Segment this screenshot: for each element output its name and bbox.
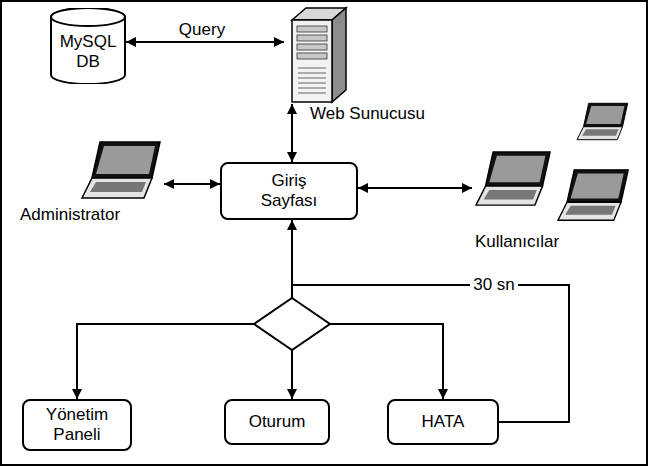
- node-label: Administrator: [20, 205, 120, 225]
- connector-arrow: [126, 41, 284, 43]
- decision-diamond: [254, 298, 330, 350]
- process-box: Oturum: [224, 399, 330, 445]
- box-text: MySQL DB: [58, 32, 118, 71]
- laptop-icon: Administrator: [80, 138, 164, 200]
- box-text: Yönetim Paneli: [37, 405, 117, 444]
- box-text: Oturum: [249, 412, 306, 432]
- connector-arrow: [164, 183, 220, 185]
- edge-label: 30 sn: [470, 275, 518, 295]
- connector-arrow: [292, 220, 569, 422]
- server-icon: Web Sunucusu: [284, 6, 348, 104]
- laptop-icon: Kullanıcılar: [472, 100, 634, 224]
- laptop-drawing: [80, 138, 164, 200]
- connector-arrow: [292, 220, 443, 399]
- connector-arrow: [291, 104, 293, 162]
- laptop-drawing: [472, 100, 634, 224]
- box-text: Giriş Sayfası: [249, 171, 329, 210]
- node-label: Web Sunucusu: [310, 104, 425, 124]
- process-box: HATA: [387, 399, 499, 445]
- database-cylinder: MySQL DB: [50, 8, 126, 84]
- process-box: Yönetim Paneli: [22, 399, 132, 451]
- box-text: HATA: [422, 412, 465, 432]
- connector-arrow: [77, 220, 292, 399]
- server-drawing: [284, 6, 348, 104]
- process-box: Giriş Sayfası: [220, 162, 358, 220]
- edge-label: Query: [176, 20, 228, 40]
- node-label: Kullanıcılar: [475, 232, 559, 252]
- connector-arrow: [358, 187, 472, 189]
